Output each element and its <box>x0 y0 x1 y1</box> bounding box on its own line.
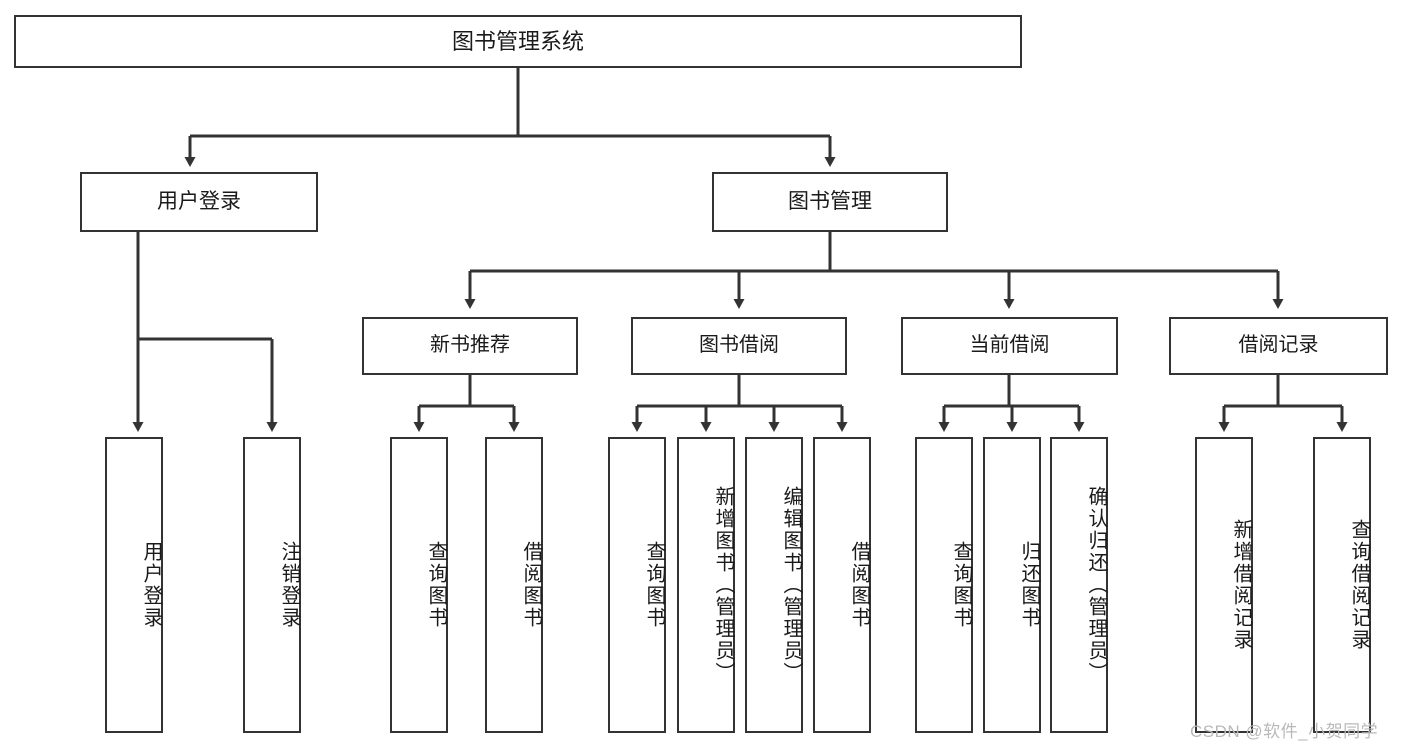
leaf-new-book-query[interactable]: 查询图书 <box>390 437 448 733</box>
leaf-query-borrow-record[interactable]: 查询借阅记录 <box>1313 437 1371 733</box>
node-book-borrow[interactable]: 图书借阅 <box>631 317 847 375</box>
node-book-borrow-label: 图书借阅 <box>699 334 779 357</box>
node-user-login-label: 用户登录 <box>157 189 241 213</box>
csdn-watermark: CSDN @软件_小贺同学 <box>1190 722 1379 741</box>
leaf-new-book-borrow[interactable]: 借阅图书 <box>485 437 543 733</box>
leaf-new-book-query-label: 查询图书 <box>425 541 447 629</box>
leaf-new-book-borrow-label: 借阅图书 <box>520 541 542 629</box>
node-current-borrow[interactable]: 当前借阅 <box>901 317 1118 375</box>
leaf-add-book-admin-label: 新增图书（管理员） <box>712 486 734 684</box>
node-new-book-recommend[interactable]: 新书推荐 <box>362 317 578 375</box>
node-new-book-recommend-label: 新书推荐 <box>430 334 510 357</box>
node-root-label: 图书管理系统 <box>451 28 584 54</box>
node-book-management[interactable]: 图书管理 <box>712 172 948 232</box>
leaf-add-borrow-record-label: 新增借阅记录 <box>1230 519 1252 651</box>
leaf-confirm-return-admin-label: 确认归还（管理员） <box>1085 486 1107 684</box>
leaf-borrow-query-book-label: 查询图书 <box>643 541 665 629</box>
leaf-borrow-book-label: 借阅图书 <box>848 541 870 629</box>
leaf-add-book-admin[interactable]: 新增图书（管理员） <box>677 437 735 733</box>
leaf-confirm-return-admin[interactable]: 确认归还（管理员） <box>1050 437 1108 733</box>
leaf-add-borrow-record[interactable]: 新增借阅记录 <box>1195 437 1253 733</box>
leaf-current-query-book[interactable]: 查询图书 <box>915 437 973 733</box>
leaf-edit-book-admin[interactable]: 编辑图书（管理员） <box>745 437 803 733</box>
node-borrow-record-label: 借阅记录 <box>1238 334 1319 357</box>
leaf-user-login-label: 用户登录 <box>140 541 162 629</box>
node-current-borrow-label: 当前借阅 <box>969 334 1050 357</box>
leaf-borrow-query-book[interactable]: 查询图书 <box>608 437 666 733</box>
node-borrow-record[interactable]: 借阅记录 <box>1169 317 1388 375</box>
leaf-return-book[interactable]: 归还图书 <box>983 437 1041 733</box>
leaf-logout-label: 注销登录 <box>278 541 300 629</box>
node-user-login[interactable]: 用户登录 <box>80 172 318 232</box>
leaf-return-book-label: 归还图书 <box>1018 541 1040 629</box>
leaf-user-login[interactable]: 用户登录 <box>105 437 163 733</box>
leaf-query-borrow-record-label: 查询借阅记录 <box>1348 519 1370 651</box>
leaf-logout[interactable]: 注销登录 <box>243 437 301 733</box>
leaf-current-query-book-label: 查询图书 <box>950 541 972 629</box>
leaf-edit-book-admin-label: 编辑图书（管理员） <box>780 486 802 684</box>
node-book-management-label: 图书管理 <box>788 189 872 213</box>
node-root[interactable]: 图书管理系统 <box>14 15 1022 68</box>
leaf-borrow-book[interactable]: 借阅图书 <box>813 437 871 733</box>
